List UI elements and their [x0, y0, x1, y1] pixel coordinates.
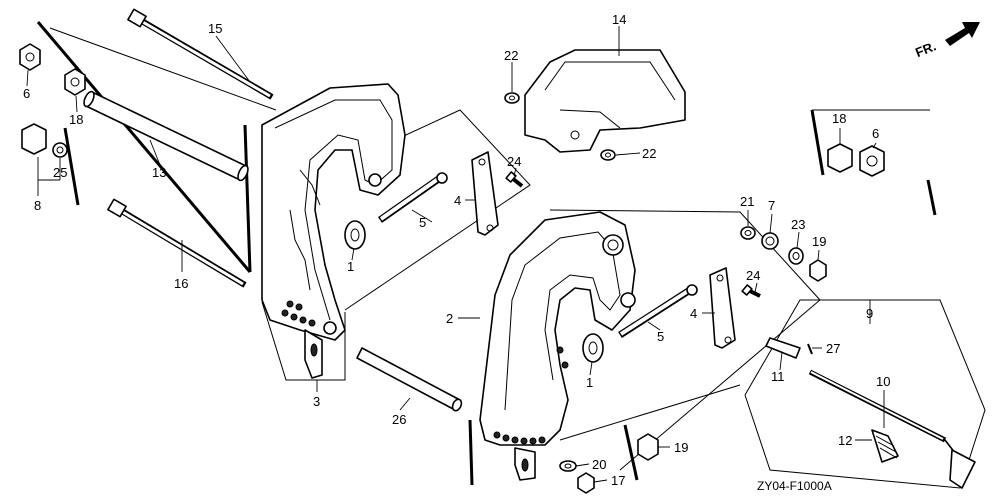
callout-25: 25 [53, 165, 67, 180]
callout-4: 4 [454, 193, 461, 208]
callout-9: 9 [866, 306, 873, 321]
tube-13 [83, 90, 249, 182]
callout-6: 6 [23, 86, 30, 101]
callout-18: 18 [69, 112, 83, 127]
callout-8: 8 [34, 198, 41, 213]
far-right-fasteners [827, 143, 885, 177]
stern-bracket-right [479, 211, 636, 481]
spring-12 [871, 429, 899, 463]
stern-bracket-left [261, 83, 406, 379]
washer-22 [504, 92, 616, 161]
pin-27 [807, 343, 813, 355]
callout-6: 6 [872, 126, 879, 141]
callout-1: 1 [347, 259, 354, 274]
screw-5-upper [377, 172, 448, 223]
callout-22: 22 [504, 48, 518, 63]
callout-4: 4 [690, 306, 697, 321]
callout-18: 18 [832, 111, 846, 126]
callout-14: 14 [612, 12, 626, 27]
diagram-code: ZY04-F1000A [757, 479, 832, 493]
callout-19: 19 [674, 440, 688, 455]
callout-20: 20 [592, 457, 606, 472]
callout-5: 5 [657, 329, 664, 344]
callout-16: 16 [174, 276, 188, 291]
washer-1-lower [582, 333, 604, 363]
callout-3: 3 [313, 394, 320, 409]
front-direction-label: FR. [913, 38, 938, 60]
callout-26: 26 [392, 412, 406, 427]
callout-13: 13 [152, 165, 166, 180]
link-4-lower [709, 267, 736, 349]
callout-21: 21 [740, 194, 754, 209]
clip-11 [765, 337, 801, 359]
callout-19: 19 [812, 234, 826, 249]
callout-12: 12 [838, 433, 852, 448]
bolt-24 [505, 171, 761, 298]
callout-10: 10 [876, 374, 890, 389]
right-stack [740, 226, 827, 282]
callout-23: 23 [791, 217, 805, 232]
callout-24: 24 [507, 154, 521, 169]
screw-5-lower [618, 284, 698, 338]
callout-7: 7 [768, 198, 775, 213]
front-arrow-icon [945, 22, 980, 46]
left-fasteners [19, 43, 86, 158]
link-4-upper [471, 151, 499, 236]
callout-labels: 15 14 22 22 6 18 13 25 8 16 1 5 4 24 3 2… [23, 12, 890, 488]
bracket-holes [281, 300, 316, 327]
rod-26 [356, 347, 463, 412]
frame-lines [36, 21, 937, 486]
callout-2: 2 [446, 311, 453, 326]
callout-15: 15 [208, 21, 222, 36]
bottom-fasteners [559, 433, 659, 494]
callout-24: 24 [746, 268, 760, 283]
callout-27: 27 [826, 341, 840, 356]
callout-5: 5 [419, 215, 426, 230]
callout-17: 17 [611, 473, 625, 488]
bolt-15 [127, 8, 274, 100]
leader-lines [26, 26, 885, 483]
callout-22: 22 [642, 146, 656, 161]
bracket-cover-14 [524, 49, 686, 153]
washer-1-upper [344, 220, 366, 250]
tilt-lever-10 [808, 369, 976, 489]
callout-1: 1 [586, 375, 593, 390]
callout-11: 11 [771, 369, 785, 384]
bracket-right-holes [493, 431, 546, 445]
